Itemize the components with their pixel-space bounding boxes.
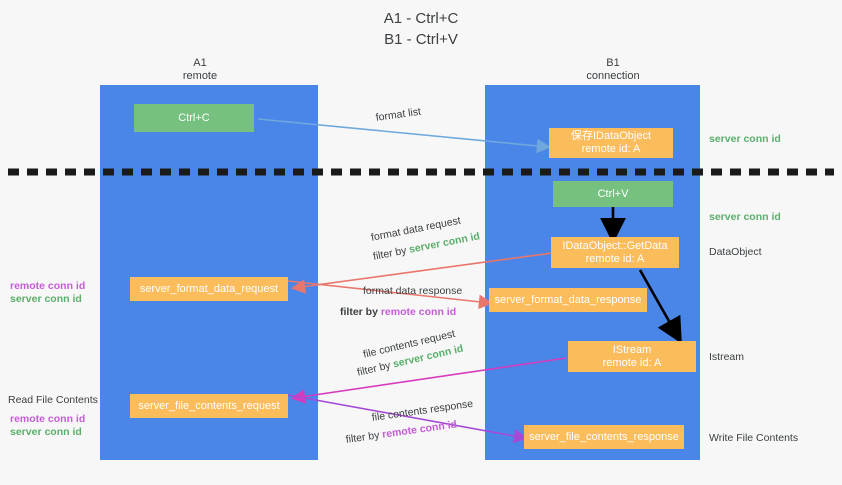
- lane-b1-name: B1: [606, 57, 620, 69]
- label-left-server-conn-id-1: server conn id: [10, 293, 82, 305]
- box-ole-idataobject[interactable]: 保存IDataObject remote id: A: [549, 128, 673, 158]
- box-istream[interactable]: IStream remote id: A: [568, 341, 696, 372]
- label-right-istream: Istream: [709, 351, 745, 363]
- label-right-dataobject: DataObject: [709, 246, 762, 258]
- filter-value-remote-conn-id: remote conn id: [380, 306, 457, 318]
- box-ole-idataobject-line2: remote id: A: [581, 143, 641, 155]
- label-right-write-file-contents: Write File Contents: [709, 432, 799, 444]
- label-format-list: format list: [375, 105, 422, 124]
- box-server-format-data-request[interactable]: server_format_data_request: [130, 277, 288, 301]
- label-left-server-conn-id-2: server conn id: [10, 426, 82, 438]
- box-ctrl-v[interactable]: Ctrl+V: [553, 181, 673, 207]
- box-server-file-contents-response[interactable]: server_file_contents_response: [524, 425, 684, 449]
- box-idataobject-getdata-line1: IDataObject::GetData: [562, 239, 668, 252]
- lane-header-a1: A1 remote: [130, 57, 270, 83]
- filter-prefix: filter by: [356, 358, 395, 379]
- label-format-data-response: format data response: [363, 285, 463, 297]
- label-right-server-conn-id-top: server conn id: [709, 133, 781, 145]
- label-file-contents-response: file contents response: [371, 397, 474, 424]
- label-left-read-file-contents: Read File Contents: [8, 394, 98, 406]
- label-file-contents-response-filter: filter by remote conn id: [345, 418, 458, 446]
- label-left-remote-conn-id-2: remote conn id: [10, 413, 86, 425]
- box-istream-line1: IStream: [612, 343, 652, 356]
- box-ctrl-c-label: Ctrl+C: [178, 111, 210, 124]
- filter-prefix: filter by: [372, 243, 411, 263]
- box-server-file-contents-response-label: server_file_contents_response: [529, 430, 679, 443]
- box-server-format-data-response[interactable]: server_format_data_response: [489, 288, 647, 312]
- box-istream-line2: remote id: A: [602, 356, 662, 369]
- lane-b1-subtitle: connection: [586, 70, 640, 82]
- filter-prefix: filter by: [340, 306, 381, 318]
- box-server-file-contents-request-label: server_file_contents_request: [138, 399, 280, 412]
- page-title: A1 - Ctrl+C B1 - Ctrl+V: [0, 8, 842, 50]
- label-format-data-response-filter: filter by remote conn id: [340, 306, 456, 319]
- label-right-server-conn-id-mid: server conn id: [709, 211, 781, 223]
- box-ctrl-v-label: Ctrl+V: [597, 187, 629, 200]
- box-idataobject-getdata[interactable]: IDataObject::GetData remote id: A: [551, 237, 679, 268]
- box-server-format-data-response-label: server_format_data_response: [494, 293, 642, 306]
- box-server-format-data-request-label: server_format_data_request: [139, 282, 279, 295]
- box-idataobject-getdata-line2: remote id: A: [585, 252, 645, 265]
- filter-prefix: filter by: [345, 428, 384, 446]
- label-left-remote-conn-id-1: remote conn id: [10, 280, 86, 292]
- lane-a1-name: A1: [193, 57, 207, 69]
- title-line-1: A1 - Ctrl+C: [383, 10, 459, 27]
- box-server-file-contents-request[interactable]: server_file_contents_request: [130, 394, 288, 418]
- box-ole-idataobject-line1: 保存IDataObject: [570, 130, 652, 142]
- box-ctrl-c[interactable]: Ctrl+C: [134, 104, 254, 132]
- lane-a1-subtitle: remote: [182, 70, 218, 82]
- title-line-2: B1 - Ctrl+V: [384, 31, 458, 48]
- lane-header-b1: B1 connection: [543, 57, 683, 83]
